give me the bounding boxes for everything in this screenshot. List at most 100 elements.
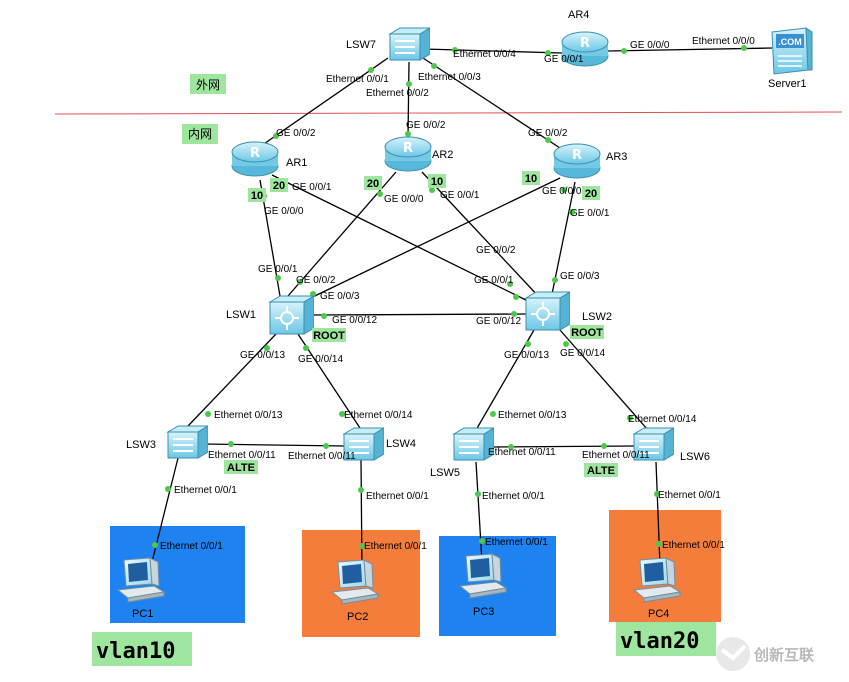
lsw6-alte-tag: ALTE bbox=[587, 465, 615, 477]
port-label: Ethernet 0/0/1 bbox=[326, 74, 389, 85]
tag-badge bbox=[270, 178, 288, 192]
link-lsw2-lsw5 bbox=[475, 329, 535, 431]
port-dot bbox=[405, 131, 411, 137]
link-lsw1-lsw2 bbox=[309, 313, 529, 316]
lsw4-name: LSW4 bbox=[386, 438, 416, 450]
port-dot bbox=[511, 311, 517, 317]
port-label: GE 0/0/13 bbox=[504, 350, 549, 361]
ar2-router-icon[interactable] bbox=[384, 136, 432, 172]
watermark-logo: 创新互联 bbox=[716, 637, 815, 671]
inner-zone-label: 内网 bbox=[188, 127, 212, 141]
port-dot bbox=[654, 491, 660, 497]
ar3-priority-a: 10 bbox=[525, 173, 537, 185]
lsw3-alte-tag: ALTE bbox=[227, 462, 255, 474]
port-label: Ethernet 0/0/13 bbox=[498, 410, 567, 421]
port-label: GE 0/0/3 bbox=[320, 291, 360, 302]
ar3-priority-b: 20 bbox=[585, 188, 597, 200]
port-dot bbox=[508, 444, 514, 450]
port-dot bbox=[656, 541, 662, 547]
lsw1-switch-icon[interactable] bbox=[269, 295, 314, 335]
ar2-name: AR2 bbox=[432, 149, 453, 161]
port-label: GE 0/0/2 bbox=[296, 275, 336, 286]
vlan10-label: vlan10 bbox=[96, 639, 175, 664]
port-label: Ethernet 0/0/1 bbox=[485, 537, 548, 548]
lsw7-switch-icon[interactable] bbox=[389, 27, 430, 61]
port-label: GE 0/0/0 bbox=[542, 186, 582, 197]
link-lsw2-lsw6 bbox=[559, 329, 649, 431]
port-dot bbox=[264, 345, 270, 351]
port-label: GE 0/0/1 bbox=[292, 182, 332, 193]
tag-badge bbox=[248, 188, 266, 202]
server1-name: Server1 bbox=[768, 78, 807, 90]
link-lsw7-ar4 bbox=[423, 48, 563, 54]
port-dot bbox=[452, 47, 458, 53]
port-label: GE 0/0/0 bbox=[264, 206, 304, 217]
port-label: GE 0/0/2 bbox=[528, 128, 568, 139]
lsw6-name: LSW6 bbox=[680, 451, 710, 463]
link-lsw5-lsw6 bbox=[491, 445, 635, 448]
tag-badge bbox=[522, 171, 540, 185]
link-lsw4-pc2 bbox=[360, 459, 363, 573]
port-label: Ethernet 0/0/14 bbox=[628, 414, 697, 425]
lsw1-name: LSW1 bbox=[226, 309, 256, 321]
port-dot bbox=[303, 345, 309, 351]
port-dot bbox=[205, 411, 211, 417]
vlan10-badge bbox=[92, 632, 192, 666]
link-lsw6-pc4 bbox=[655, 461, 661, 567]
port-dot bbox=[621, 48, 627, 54]
tag-badge bbox=[570, 325, 604, 339]
lsw2-root-tag: ROOT bbox=[571, 327, 603, 339]
lsw3-switch-icon[interactable] bbox=[167, 425, 208, 459]
link-lsw3-pc1 bbox=[149, 457, 179, 571]
link-ar3-lsw2 bbox=[551, 181, 576, 295]
port-label: Ethernet 0/0/11 bbox=[208, 450, 276, 461]
port-dot bbox=[552, 277, 558, 283]
port-dot bbox=[563, 341, 569, 347]
port-dot bbox=[152, 542, 158, 548]
port-dot bbox=[321, 313, 327, 319]
port-label: Ethernet 0/0/1 bbox=[366, 491, 429, 502]
port-label: Ethernet 0/0/14 bbox=[344, 410, 413, 421]
ar1-priority-b: 20 bbox=[273, 180, 285, 192]
port-label: Ethernet 0/0/1 bbox=[662, 540, 725, 551]
link-ar3-lsw1 bbox=[295, 177, 561, 306]
port-label: GE 0/0/1 bbox=[474, 275, 514, 286]
lsw1-root-tag: ROOT bbox=[313, 330, 345, 342]
port-dot bbox=[275, 275, 281, 281]
port-dot bbox=[429, 187, 435, 193]
port-label: GE 0/0/0 bbox=[384, 194, 424, 205]
ar1-router-icon[interactable] bbox=[231, 141, 279, 177]
port-dot bbox=[273, 133, 279, 139]
pc1-name: PC1 bbox=[132, 608, 153, 620]
tag-badge bbox=[364, 176, 382, 190]
ar4-name: AR4 bbox=[568, 9, 589, 21]
port-dot bbox=[525, 341, 531, 347]
tag-badge bbox=[582, 186, 600, 200]
link-ar1-lsw2 bbox=[271, 174, 531, 303]
port-label: GE 0/0/1 bbox=[440, 190, 480, 201]
server1-icon[interactable]: .COM bbox=[771, 27, 813, 75]
port-label: Ethernet 0/0/13 bbox=[214, 410, 283, 421]
port-dot bbox=[406, 81, 412, 87]
port-dot bbox=[545, 137, 551, 143]
vlan20-badge bbox=[616, 622, 716, 656]
port-label: GE 0/0/2 bbox=[276, 128, 316, 139]
port-label: GE 0/0/1 bbox=[258, 264, 298, 275]
port-dot bbox=[741, 45, 747, 51]
lsw2-switch-icon[interactable] bbox=[525, 291, 570, 331]
port-label: GE 0/0/2 bbox=[406, 120, 446, 131]
ar2-priority-b: 10 bbox=[431, 176, 443, 188]
port-label: GE 0/0/1 bbox=[544, 54, 584, 65]
link-lsw7-ar3 bbox=[422, 57, 561, 149]
ar2-priority-a: 20 bbox=[367, 178, 379, 190]
link-lsw1-lsw3 bbox=[187, 333, 277, 427]
lsw2-name: LSW2 bbox=[582, 311, 612, 323]
pc3-name: PC3 bbox=[473, 606, 494, 618]
port-dot bbox=[165, 486, 171, 492]
lsw7-name: LSW7 bbox=[346, 39, 376, 51]
outer-zone-badge bbox=[190, 74, 226, 94]
port-dot bbox=[339, 411, 345, 417]
link-lsw5-pc3 bbox=[475, 461, 483, 563]
ar3-router-icon[interactable] bbox=[553, 143, 601, 179]
